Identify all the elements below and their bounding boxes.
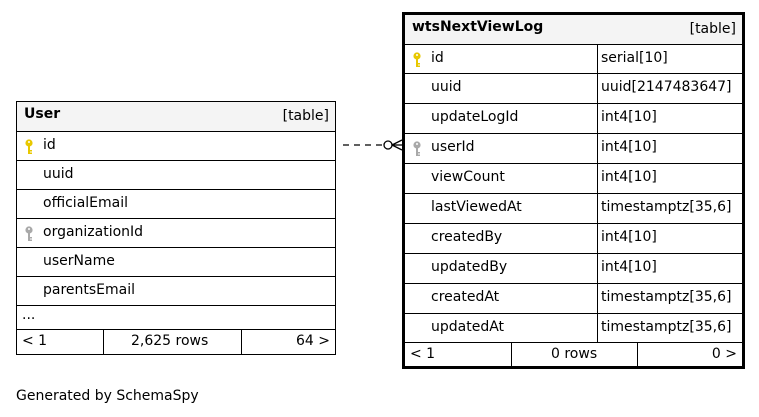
column-type: int4[10] [601,169,657,185]
generator-credit: Generated by SchemaSpy [16,388,199,404]
crowfoot-upper [391,139,403,146]
table-kind: [table] [282,108,329,124]
table-name: User [24,106,61,122]
wtsnextviewlog-table-header: wtsNextViewLog [table] [405,15,742,44]
column-row-username: userName [17,247,335,276]
column-type: int4[10] [601,139,657,155]
column-row-id: id serial[10] [405,44,742,73]
footer-divider [103,330,104,354]
column-row-id: id [17,131,335,160]
column-row-createdby: createdBy int4[10] [405,223,742,253]
column-row-uuid: uuid [17,160,335,189]
foreign-key-icon [25,226,33,241]
ellipsis-text: ... [22,307,36,323]
table-kind: [table] [689,21,736,37]
column-type: serial[10] [601,50,668,66]
column-divider [597,74,598,103]
column-row-userid: userId int4[10] [405,133,742,163]
more-columns-ellipsis: ... [17,305,335,329]
column-name: parentsEmail [43,282,136,298]
column-name: updatedAt [431,319,505,335]
column-divider [597,314,598,342]
parents-count: < 1 [410,346,436,362]
column-name: organizationId [43,224,144,240]
crowfoot-lower [391,144,403,151]
user-table-footer: < 1 2,625 rows 64 > [17,329,335,354]
column-type: timestamptz[35,6] [601,319,732,335]
foreign-key-icon [413,141,421,156]
column-row-updatelogid: updateLogId int4[10] [405,103,742,133]
column-row-uuid: uuid uuid[2147483647] [405,73,742,103]
footer-divider [637,343,638,366]
primary-key-icon [413,52,421,67]
column-name: uuid [431,79,462,95]
column-row-updatedby: updatedBy int4[10] [405,253,742,283]
column-name: uuid [43,166,74,182]
column-divider [597,254,598,283]
zero-optional-marker [383,140,393,150]
column-name: id [431,50,444,66]
column-row-updatedat: updatedAt timestamptz[35,6] [405,313,742,342]
column-divider [597,134,598,163]
column-row-parentsemail: parentsEmail [17,276,335,305]
column-name: updateLogId [431,109,519,125]
row-count: 2,625 rows [131,333,209,349]
column-divider [597,284,598,313]
footer-divider [511,343,512,366]
column-divider [597,164,598,193]
column-name: createdBy [431,229,503,245]
primary-key-icon [25,139,33,154]
column-type: int4[10] [601,259,657,275]
column-divider [597,45,598,73]
column-type: timestamptz[35,6] [601,199,732,215]
column-divider [597,194,598,223]
column-name: lastViewedAt [431,199,522,215]
column-divider [597,224,598,253]
children-count: 0 > [711,346,737,362]
column-row-lastviewedat: lastViewedAt timestamptz[35,6] [405,193,742,223]
row-count: 0 rows [551,346,598,362]
column-row-viewcount: viewCount int4[10] [405,163,742,193]
column-name: viewCount [431,169,505,185]
column-type: int4[10] [601,229,657,245]
user-table: User [table] id uuid officialEmail organ… [16,101,336,355]
column-name: createdAt [431,289,500,305]
column-name: userId [431,139,475,155]
column-type: int4[10] [601,109,657,125]
footer-divider [241,330,242,354]
column-name: updatedBy [431,259,508,275]
user-table-header: User [table] [17,102,335,131]
column-name: userName [43,253,115,269]
wtsnextviewlog-table-footer: < 1 0 rows 0 > [405,342,742,366]
column-divider [597,104,598,133]
wtsnextviewlog-table: wtsNextViewLog [table] id serial[10] uui… [402,12,745,369]
column-row-organizationid: organizationId [17,218,335,247]
children-count: 64 > [296,333,330,349]
column-type: timestamptz[35,6] [601,289,732,305]
column-name: officialEmail [43,195,128,211]
column-row-officialemail: officialEmail [17,189,335,218]
parents-count: < 1 [22,333,48,349]
column-row-createdat: createdAt timestamptz[35,6] [405,283,742,313]
column-name: id [43,137,56,153]
column-type: uuid[2147483647] [601,79,732,95]
table-name: wtsNextViewLog [412,19,544,35]
